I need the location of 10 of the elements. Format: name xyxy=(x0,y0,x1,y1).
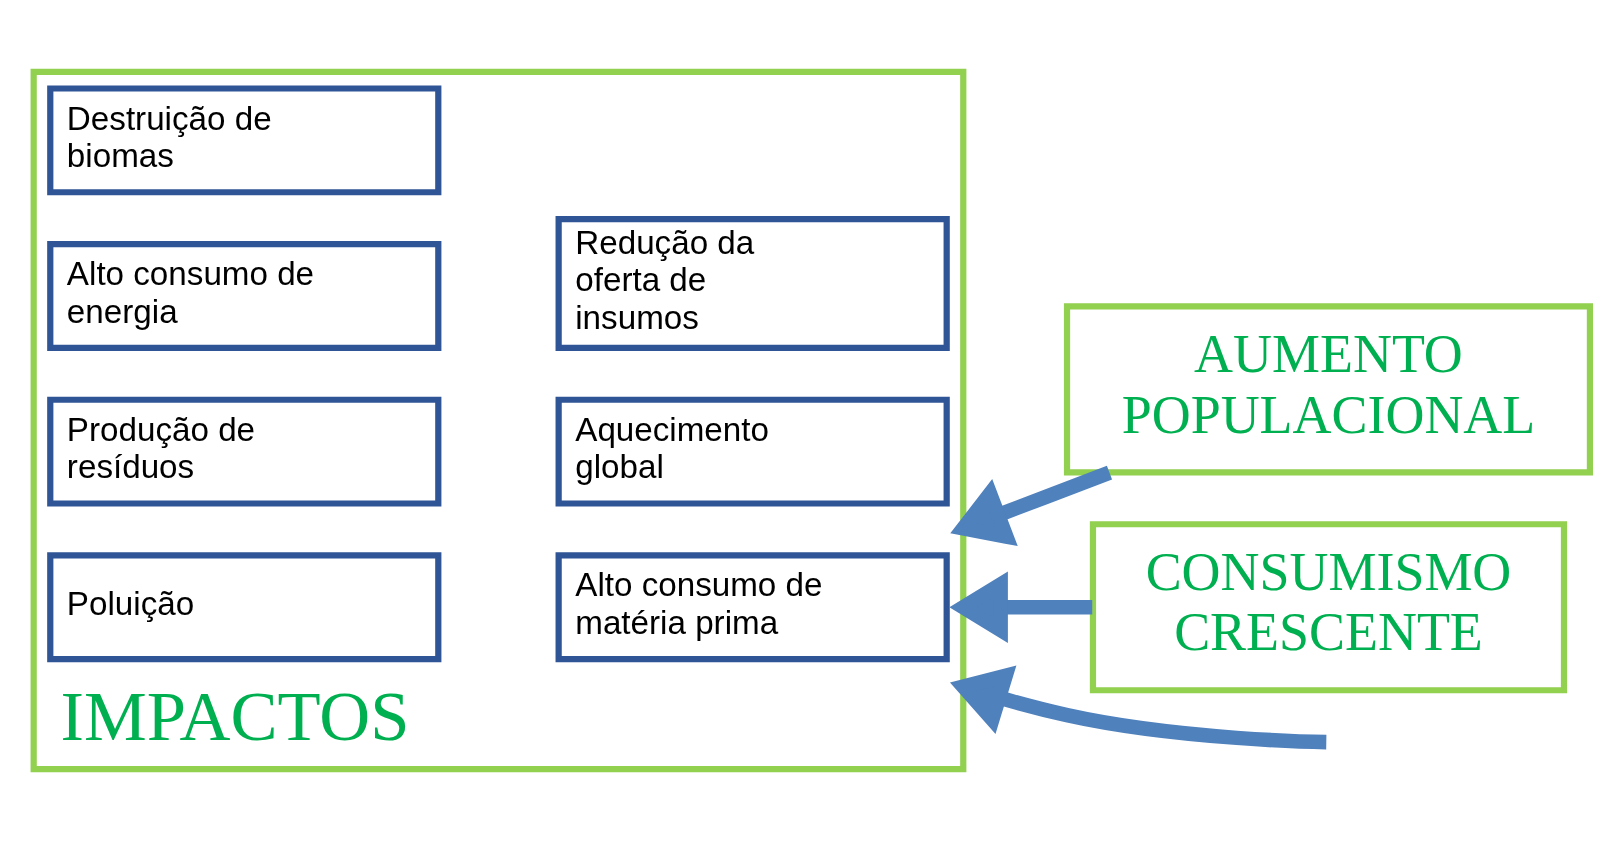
node-box: CONSUMISMO CRESCENTE xyxy=(1089,521,1568,694)
node-box: Produção de resíduos xyxy=(47,396,442,507)
node-box: Alto consumo de energia xyxy=(47,241,442,351)
node-box: Aquecimento global xyxy=(555,396,950,507)
node-box: Alto consumo de matéria prima xyxy=(555,552,950,663)
node-box: AUMENTO POPULACIONAL xyxy=(1063,303,1594,476)
node-box: Destruição de biomas xyxy=(47,85,442,196)
node-box: Poluição xyxy=(47,552,442,663)
arrow xyxy=(949,665,1327,750)
node-box: Redução da oferta de insumos xyxy=(555,216,950,351)
